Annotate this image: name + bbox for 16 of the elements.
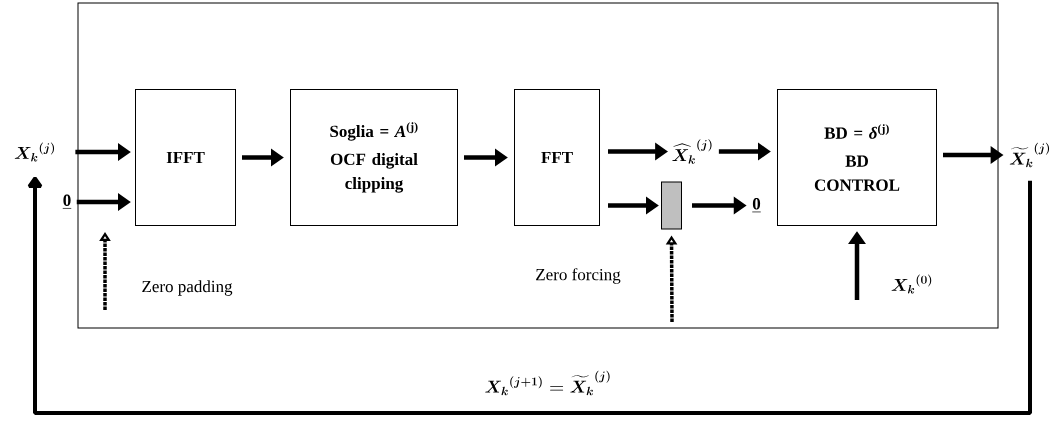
signal-label: $\boldsymbol{\widetilde{X}_k}^{(j)}$	[1009, 142, 1050, 168]
signal-label: $\boldsymbol{X_k}^{(j)}$	[14, 142, 55, 162]
process-box: Soglia = A$^{(j)}$ OCF digital clipping	[290, 89, 458, 226]
frame-box	[77, 2, 999, 329]
feedback-line	[27, 176, 1032, 415]
edge-label: $\boldsymbol{X_k}^{(j+1)} = \boldsymbol{\widetilde{X}_k}^{(j)}$	[482, 368, 614, 398]
zero-forcing-bar	[661, 181, 682, 230]
process-box: FFT	[514, 89, 600, 226]
signal-label: $\boldsymbol{\widehat{X}_k}^{(j)}$	[672, 139, 712, 164]
zero-input: 0	[751, 198, 762, 213]
note-label: Zero padding	[142, 280, 233, 296]
edge-label: $\boldsymbol{X_k}^{(\mathbf{0})}$	[888, 272, 936, 296]
process-box: IFFT	[135, 89, 236, 226]
note-label: Zero forcing	[536, 268, 621, 284]
process-box: BD = δ$^{(j)}$ BD CONTROL	[777, 89, 937, 226]
zero-input: 0	[62, 194, 72, 209]
